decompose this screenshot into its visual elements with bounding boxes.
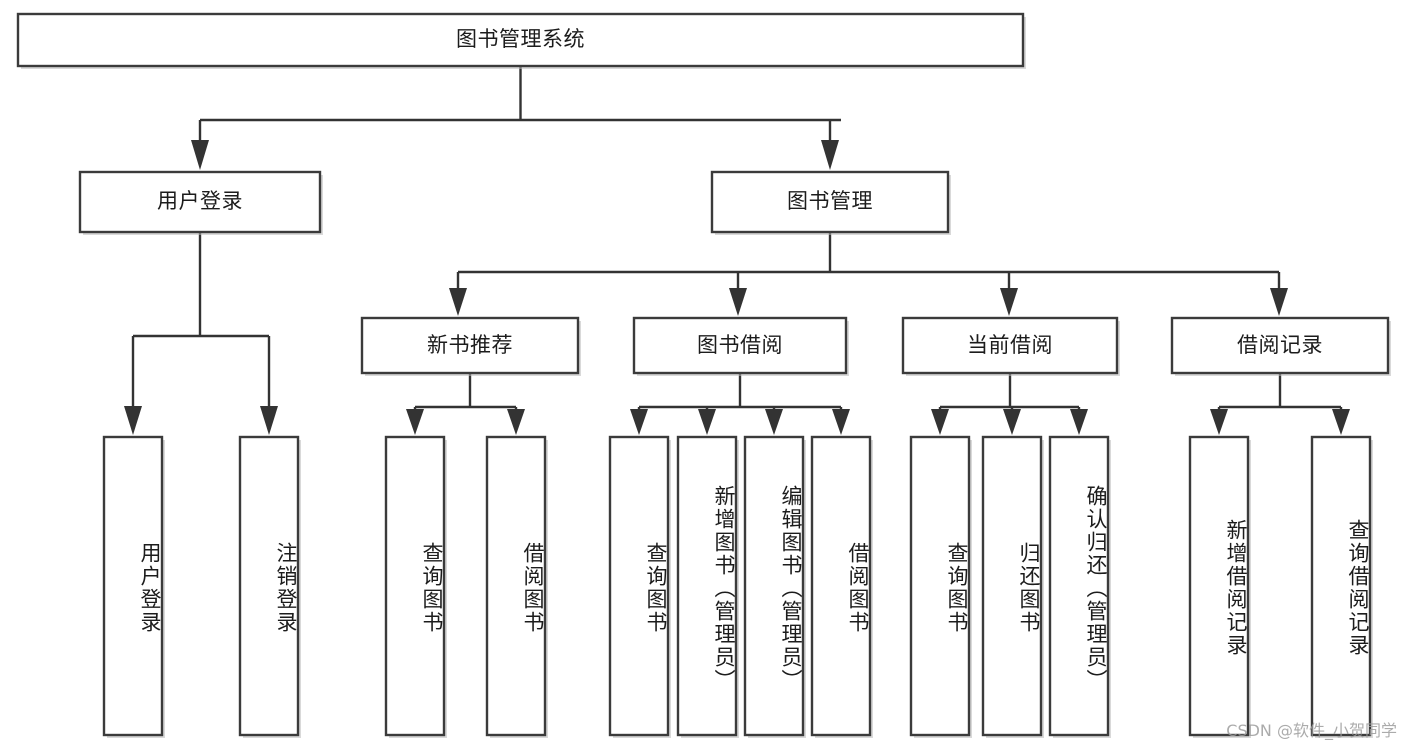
leaf-box-5[interactable] [676,435,738,737]
leaf-box-11[interactable] [1188,435,1250,737]
arrow-head-bookmgmt-to-current [1000,288,1018,316]
arrow-head-bookborrow-to-leaf4 [832,409,850,435]
arrow-head-bookborrow-to-leaf2 [698,409,716,435]
arrow-head-newbook-to-leaf2 [507,409,525,435]
connector-group-root [191,66,841,170]
arrow-head-borrowrecords-to-leaf2 [1332,409,1350,435]
leaf-box-7[interactable] [810,435,872,737]
leaf-box-12[interactable] [1310,435,1372,737]
arrow-head-currentborrow-to-leaf2 [1003,409,1021,435]
arrow-head-bookborrow-to-leaf3 [765,409,783,435]
root-box[interactable] [16,12,1025,68]
level2-box-1[interactable] [710,170,950,234]
arrow-head-currentborrow-to-leaf3 [1070,409,1088,435]
arrow-head-root-to-user-login [191,140,209,170]
leaf-box-1[interactable] [238,435,300,737]
leaf-box-3[interactable] [485,435,547,737]
watermark-text: CSDN @软件_小贺同学 [1226,721,1397,740]
arrow-head-newbook-to-leaf1 [406,409,424,435]
arrow-head-currentborrow-to-leaf1 [931,409,949,435]
level3-box-2[interactable] [901,316,1119,375]
level3-box-0[interactable] [360,316,580,375]
level3-box-3[interactable] [1170,316,1390,375]
level2-box-0[interactable] [78,170,322,234]
leaf-box-8[interactable] [909,435,971,737]
leaf-box-10[interactable] [1048,435,1110,737]
arrow-head-borrowrecords-to-leaf1 [1210,409,1228,435]
leaf-box-6[interactable] [743,435,805,737]
connector-group-book-borrow [630,373,850,435]
arrow-head-userlogin-to-leaf1 [124,406,142,435]
node-boxes [16,12,1391,738]
connector-group-current-borrow [931,373,1088,435]
connector-group-borrow-records [1210,373,1350,435]
leaf-box-4[interactable] [608,435,670,737]
leaf-box-0[interactable] [102,435,164,737]
arrow-head-bookmgmt-to-new-book [449,288,467,316]
arrow-head-root-to-book-mgmt [821,140,839,170]
arrow-head-bookborrow-to-leaf1 [630,409,648,435]
connector-group-user-login [124,232,278,435]
leaf-box-2[interactable] [384,435,446,737]
connector-group-book-mgmt [449,232,1288,316]
arrow-head-bookmgmt-to-records [1270,288,1288,316]
leaf-box-9[interactable] [981,435,1043,737]
level3-box-1[interactable] [632,316,848,375]
connector-group-new-book [406,373,525,435]
arrow-head-bookmgmt-to-borrow [729,288,747,316]
arrow-head-userlogin-to-leaf2 [260,406,278,435]
